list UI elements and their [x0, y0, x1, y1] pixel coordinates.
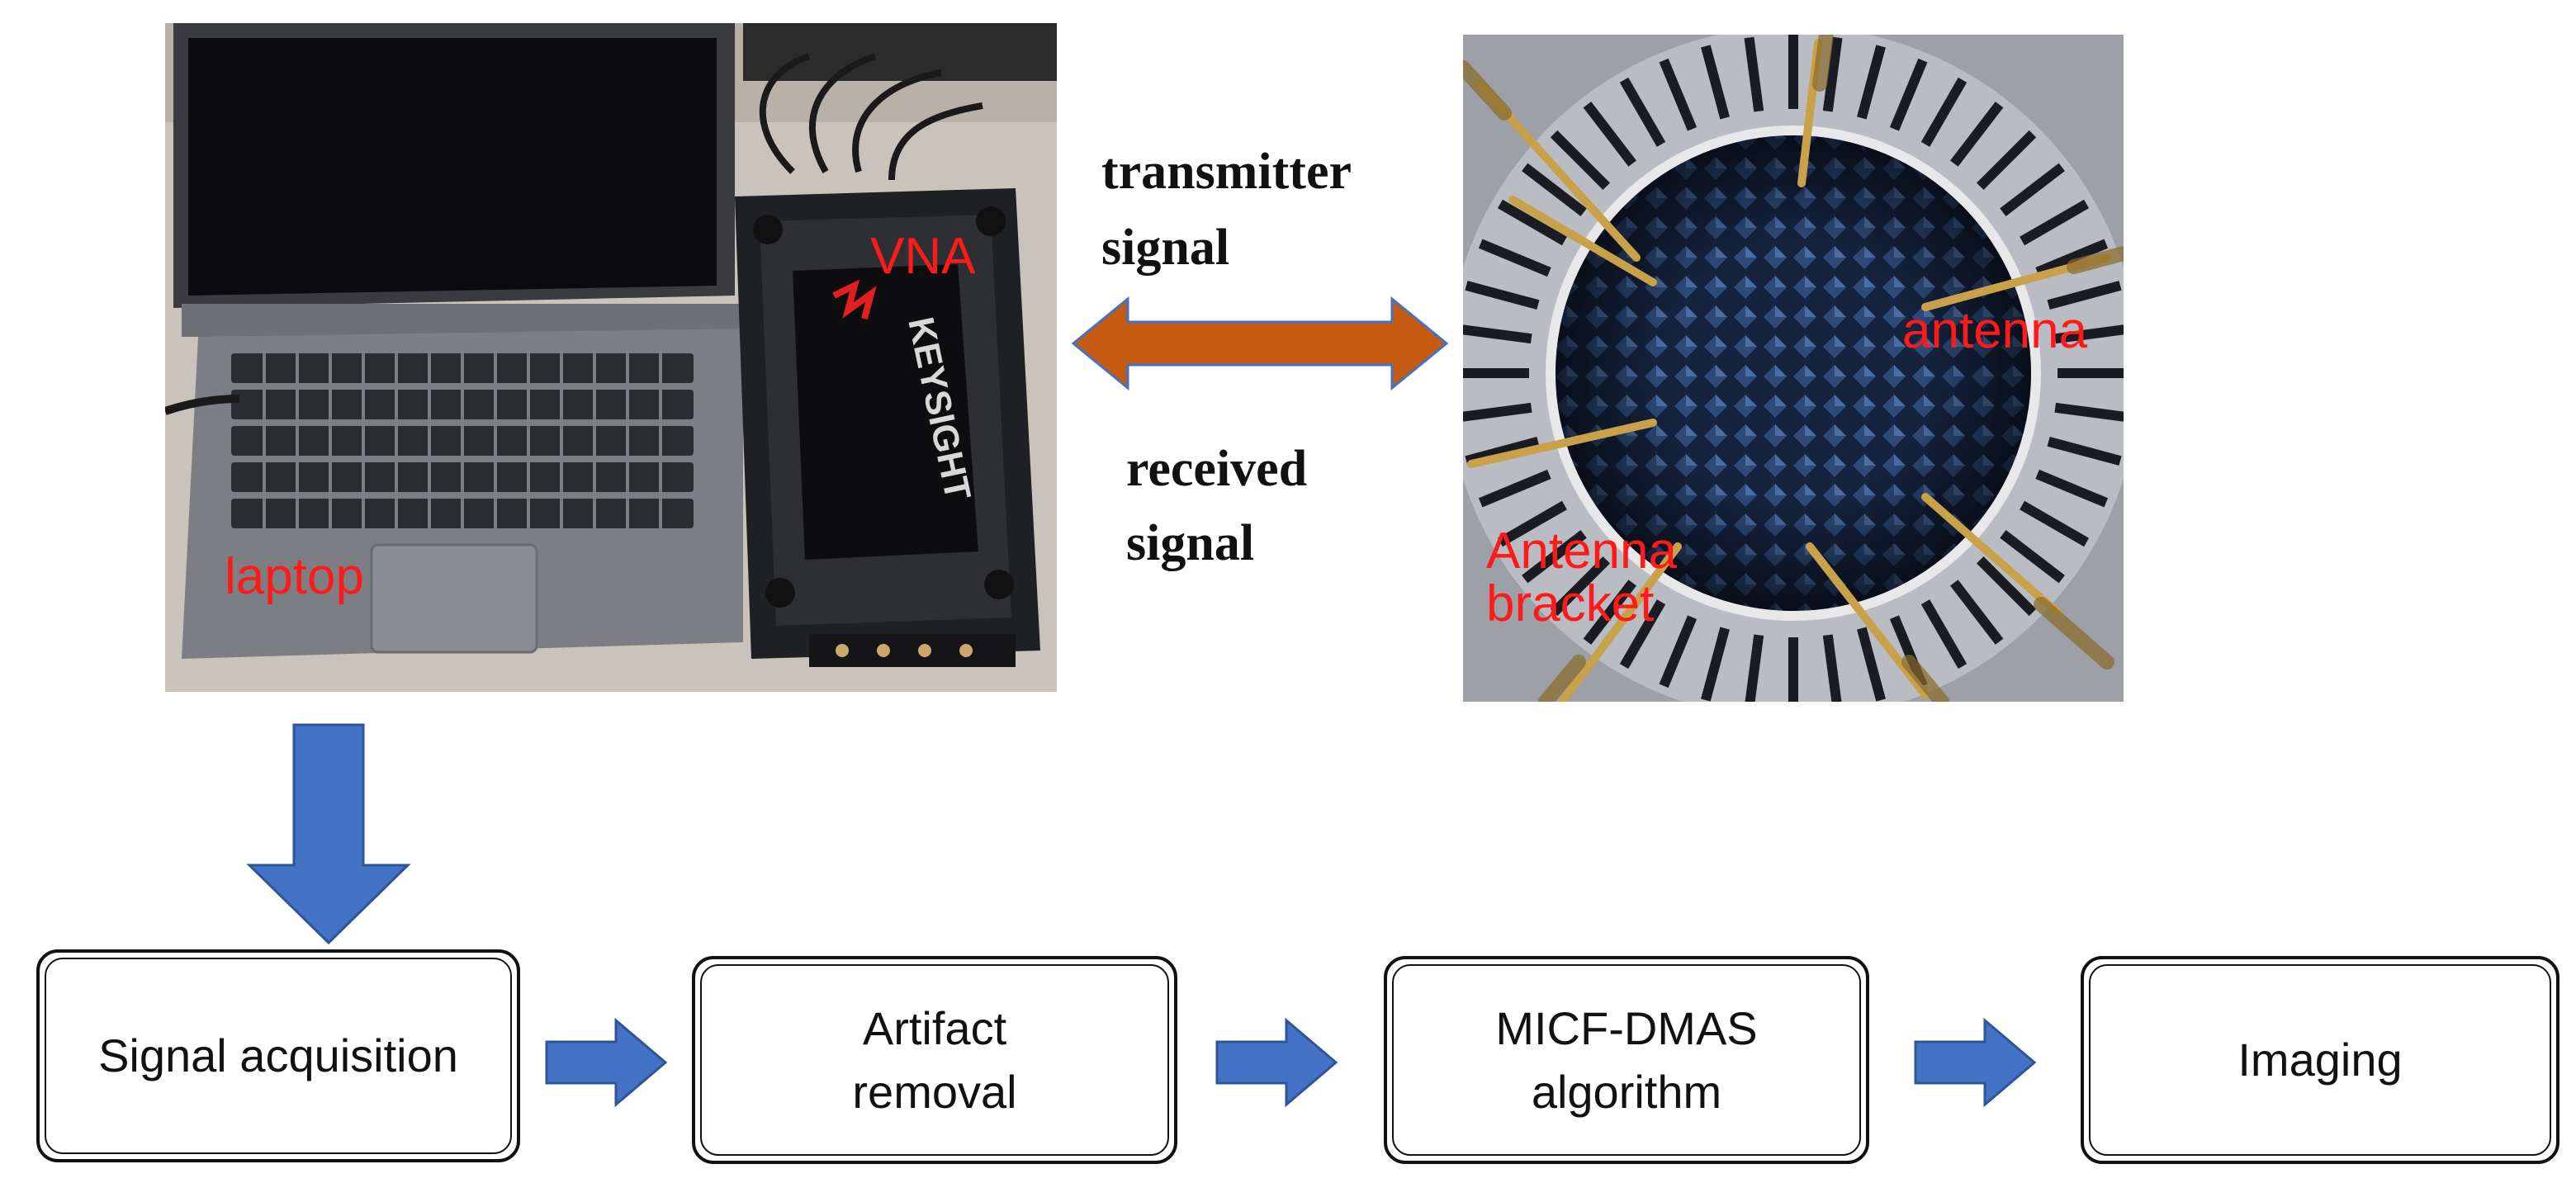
- ring-slot: [2054, 402, 2124, 422]
- down-arrow: [246, 723, 411, 945]
- flow-step-signal-acquisition: Signal acquisition: [36, 949, 520, 1162]
- ring-slot: [1465, 437, 1540, 466]
- ring-slot: [1822, 36, 1843, 112]
- ring-slot: [2000, 530, 2065, 584]
- received-signal-label-line2: signal: [1126, 515, 1255, 571]
- ring-slot: [2035, 469, 2109, 508]
- vna-label: VNA: [870, 228, 976, 285]
- bidirectional-signal-arrow: [1071, 296, 1449, 391]
- ring-slot: [1659, 58, 1698, 131]
- ring-slot: [1478, 239, 1551, 277]
- ring-slot: [1619, 599, 1666, 670]
- ring-slot: [1463, 324, 1532, 344]
- ring-slot: [2035, 239, 2109, 277]
- flow-step-label: Artifact removal: [852, 1001, 1017, 1118]
- ring-slot: [1497, 199, 1567, 246]
- ring-slot: [2054, 324, 2124, 344]
- ring-slot: [2020, 500, 2090, 547]
- ring-slot: [2047, 437, 2122, 466]
- ring-slot: [1583, 102, 1636, 167]
- flow-arrow-3: [1914, 1017, 2037, 1108]
- ring-slot: [2047, 281, 2122, 310]
- flow-step-label: Signal acquisition: [98, 1029, 458, 1082]
- ring-slot: [2000, 163, 2065, 216]
- flow-step-label: MICF-DMAS algorithm: [1495, 1001, 1758, 1118]
- ring-slot: [1701, 45, 1730, 120]
- flow-arrow-1: [545, 1017, 668, 1108]
- ring-slot: [1744, 36, 1764, 112]
- ring-slot: [1522, 163, 1587, 216]
- ring-slot: [1497, 500, 1567, 547]
- ring-slot: [1822, 634, 1842, 702]
- flow-step-micf-dmas: MICF-DMAS algorithm: [1384, 956, 1869, 1164]
- antenna-bracket-label: Antenna bracket: [1486, 523, 1677, 632]
- ring-slot: [1977, 556, 2037, 617]
- ring-slot: [1950, 102, 2004, 167]
- transmitter-signal-label-line2: signal: [1101, 220, 1230, 276]
- laptop-vna-photo: KEYSIGHT: [165, 23, 1057, 692]
- ring-slot: [1463, 402, 1532, 422]
- ring-slot: [1619, 77, 1666, 147]
- ring-slot: [1465, 281, 1540, 310]
- transmitter-signal-label-line1: transmitter: [1101, 144, 1352, 200]
- flow-arrow-2: [1215, 1017, 1338, 1108]
- ring-slot: [1701, 627, 1730, 702]
- ring-slot: [1857, 627, 1886, 702]
- ring-slot: [1920, 599, 1968, 670]
- ring-slot: [1950, 580, 2004, 645]
- ring-slot: [1550, 130, 1610, 190]
- ring-slot: [2020, 199, 2090, 246]
- ring-slot: [1889, 58, 1928, 131]
- laptop-label: laptop: [225, 548, 364, 605]
- ring-slot: [1550, 556, 1610, 617]
- ring-slot: [1857, 45, 1886, 120]
- antenna-array-photo: [1463, 35, 2124, 702]
- ring-slot: [1745, 634, 1764, 702]
- ring-slot: [1977, 130, 2037, 190]
- received-signal-label-line1: received: [1126, 441, 1308, 497]
- flow-step-artifact-removal: Artifact removal: [692, 956, 1177, 1164]
- ring-slot: [1920, 77, 1968, 147]
- antenna-label: antenna: [1902, 302, 2088, 359]
- ring-slot: [1659, 615, 1698, 689]
- flow-step-label: Imaging: [2237, 1034, 2403, 1086]
- ring-slot: [1583, 580, 1636, 645]
- ring-slot: [1478, 469, 1551, 508]
- ring-slot: [1522, 530, 1587, 584]
- flow-step-imaging: Imaging: [2081, 956, 2559, 1164]
